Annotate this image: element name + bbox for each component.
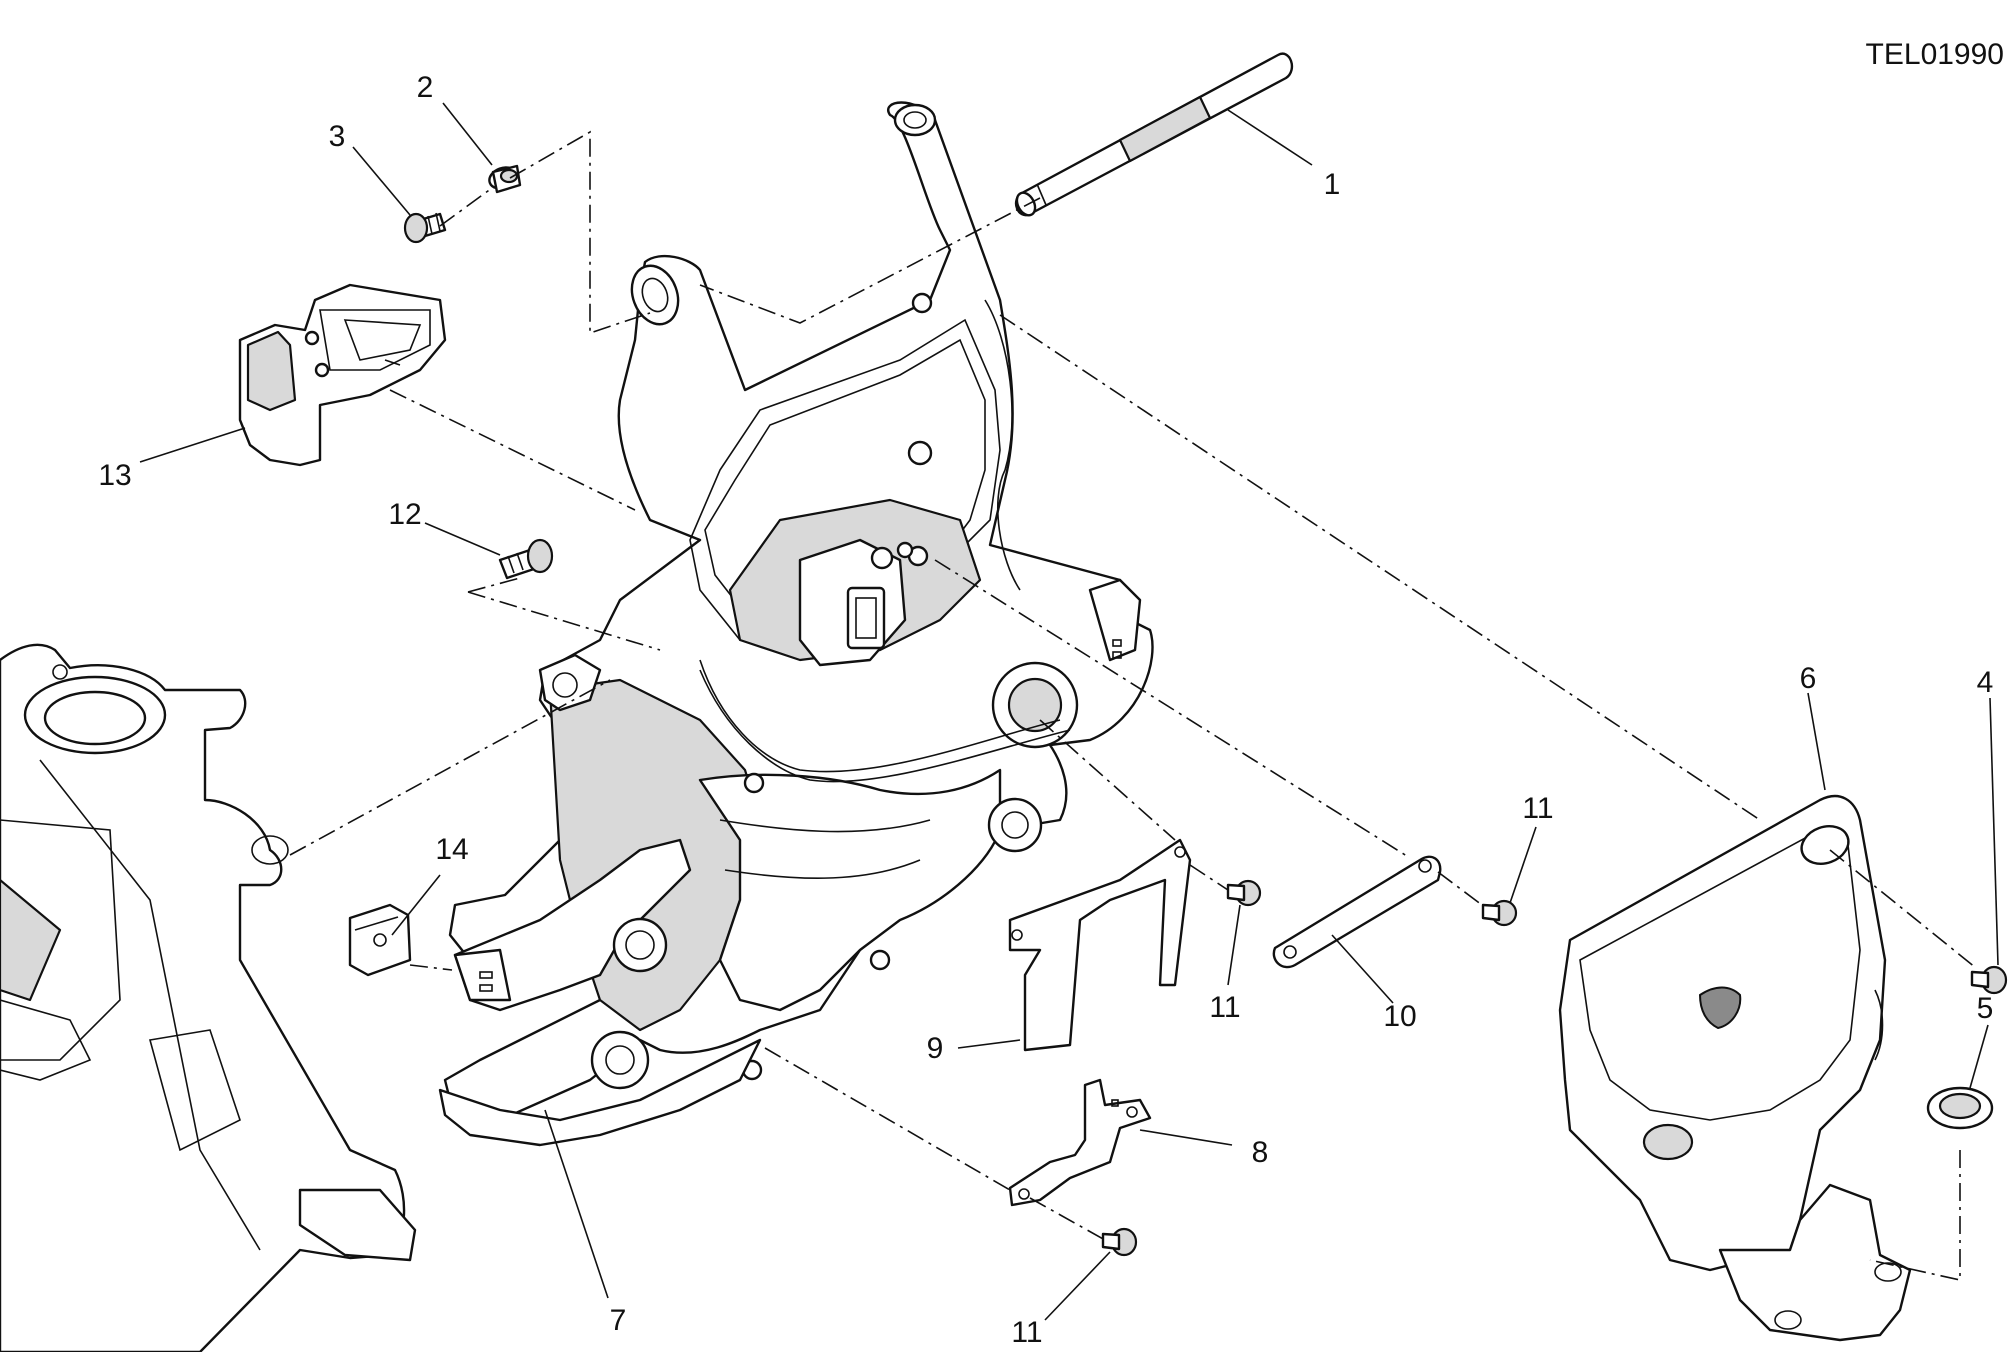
- callout-5: 5: [1977, 992, 1994, 1025]
- assembly-lines: [289, 130, 1977, 1281]
- headlight-support-bracket: [438, 101, 1154, 1147]
- side-bracket: [238, 283, 447, 467]
- callout-11-b: 11: [1209, 991, 1240, 1024]
- callout-7: 7: [610, 1304, 627, 1337]
- callout-4: 4: [1977, 666, 1994, 699]
- spring-clip: [348, 903, 412, 977]
- callout-14: 14: [435, 833, 468, 866]
- callout-12: 12: [388, 498, 421, 531]
- bolt-11-b: [1481, 899, 1518, 927]
- callout-labels: 1 2 3 4 5 6 7 8 9 10 11 11 11 11 12 13 1…: [98, 71, 1993, 1349]
- pin-rod: [1014, 52, 1294, 217]
- screw: [403, 212, 447, 244]
- washer: [488, 164, 522, 194]
- leader-lines: [139, 102, 1999, 1321]
- callout-10: 10: [1383, 1000, 1416, 1033]
- callout-6: 6: [1800, 662, 1817, 695]
- callout-13: 13: [98, 459, 131, 492]
- callout-2: 2: [417, 71, 434, 104]
- screw-12: [498, 538, 554, 580]
- drawing-code: TEL01990: [1866, 38, 2004, 71]
- bolt-11-a: [1226, 879, 1262, 907]
- rubber-grommet: [1926, 1086, 1994, 1130]
- callout-1: 1: [1324, 168, 1341, 201]
- callout-9: 9: [927, 1032, 944, 1065]
- callout-11-c: 11: [1011, 1316, 1042, 1349]
- headlight-cover: [1558, 794, 1912, 1342]
- bolt-4: [1970, 965, 2008, 995]
- callout-3: 3: [329, 120, 346, 153]
- callout-8: 8: [1252, 1136, 1269, 1169]
- callout-11-a: 11: [1522, 792, 1553, 825]
- bolt-11-c: [1101, 1227, 1138, 1257]
- link-strap: [1272, 855, 1442, 969]
- small-bracket: [1008, 1078, 1152, 1207]
- support-plate: [1008, 838, 1192, 1052]
- frame-section: [0, 643, 417, 1352]
